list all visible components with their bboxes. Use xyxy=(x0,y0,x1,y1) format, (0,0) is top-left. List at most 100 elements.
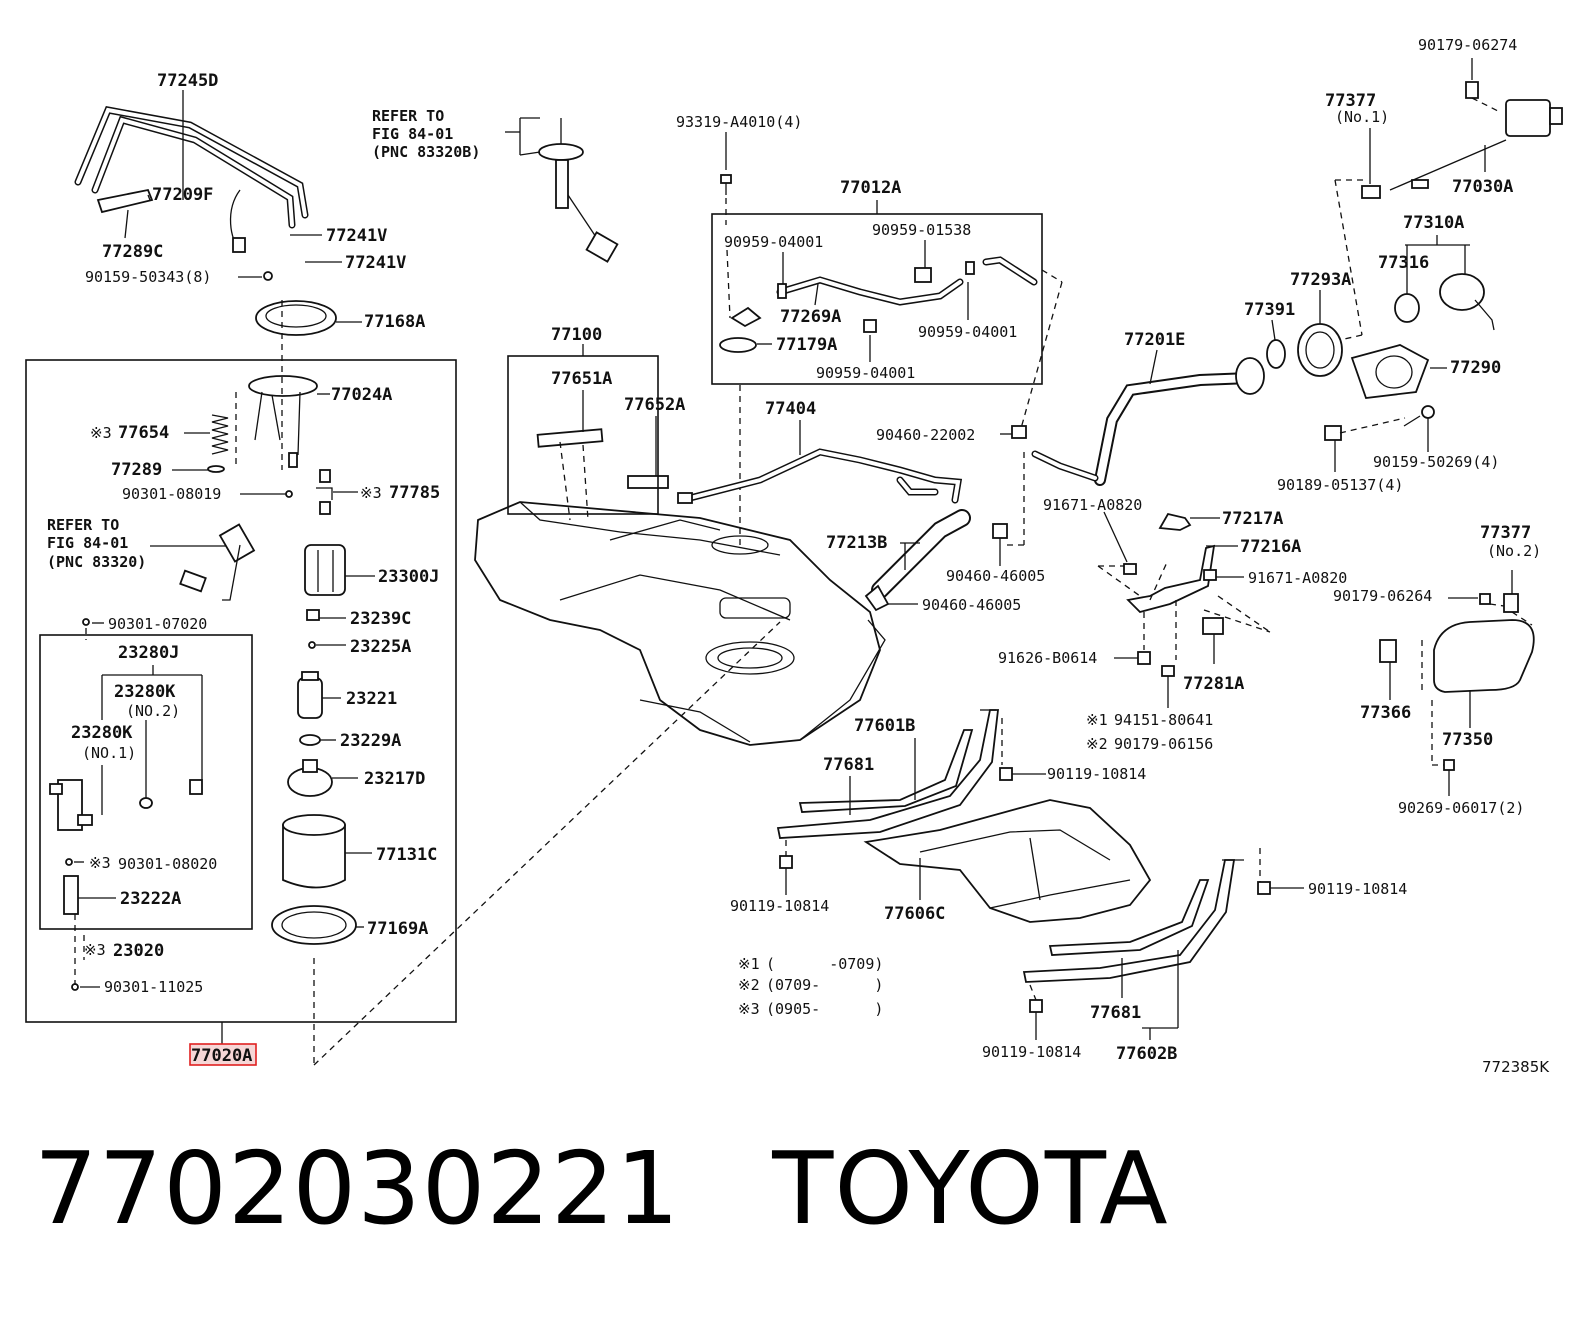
pump-bracket-23300J xyxy=(304,544,346,596)
label-77216A: 77216A xyxy=(1240,537,1301,557)
refer-lower-2: FIG 84-01 xyxy=(47,534,128,552)
bolt-93319 xyxy=(720,132,732,225)
note-2-mark: ※2 xyxy=(738,976,760,994)
gasket-77169A xyxy=(271,905,357,945)
label-77245D: 77245D xyxy=(157,71,218,91)
fuel-lines-77245D xyxy=(74,106,309,253)
fuel-sender-gauge xyxy=(538,118,619,263)
label-77377-1-note: (No.1) xyxy=(1335,108,1389,126)
label-23020: 23020 xyxy=(113,941,164,961)
ring-23229A xyxy=(299,734,321,746)
bracket-77217A xyxy=(1158,512,1220,531)
tube-77404 xyxy=(677,448,963,504)
caption-brand: TOYOTA xyxy=(772,1130,1169,1247)
label-77241V-b: 77241V xyxy=(345,253,406,273)
pump-module-77024A xyxy=(235,375,318,468)
label-90179-06274: 90179-06274 xyxy=(1418,36,1517,54)
refer-upper-3: (PNC 83320B) xyxy=(372,143,480,161)
refer-lower-3: (PNC 83320) xyxy=(47,553,146,571)
label-77350: 77350 xyxy=(1442,730,1493,750)
label-23221: 23221 xyxy=(346,689,397,709)
label-23280K-1-note: (NO.1) xyxy=(82,744,136,762)
label-90119-10814-a: 90119-10814 xyxy=(1047,765,1146,783)
label-77030A: 77030A xyxy=(1452,177,1513,197)
label-77213B: 77213B xyxy=(826,533,887,553)
label-23280J: 23280J xyxy=(118,643,179,663)
label-23280K-2-note: (NO.2) xyxy=(126,702,180,720)
mark-77785: ※3 xyxy=(360,484,382,502)
opener-77030A xyxy=(1361,58,1563,199)
label-23280K-2: 23280K xyxy=(114,682,176,702)
clip-77281A xyxy=(1202,617,1224,635)
label-23300J: 23300J xyxy=(378,567,439,587)
label-77269A: 77269A xyxy=(780,307,841,327)
label-90959-01538: 90959-01538 xyxy=(872,221,971,239)
label-23280K-1: 23280K xyxy=(71,723,133,743)
gasket-77179A xyxy=(719,337,757,353)
harness-77785 xyxy=(316,469,333,515)
note-3-range: (0905- ) xyxy=(766,1000,883,1018)
label-77201E: 77201E xyxy=(1124,330,1185,350)
note-1-range: ( -0709) xyxy=(766,955,883,973)
label-90179-06156: 90179-06156 xyxy=(1114,735,1213,753)
pump-housing-77131C xyxy=(282,814,346,889)
label-90301-07020: 90301-07020 xyxy=(108,615,207,633)
caption: 7702030221 TOYOTA xyxy=(34,1130,1169,1247)
label-90179-06264: 90179-06264 xyxy=(1333,587,1432,605)
sender-gauge-lower xyxy=(179,523,256,601)
label-90301-11025: 90301-11025 xyxy=(104,978,203,996)
caption-part-number: 7702030221 xyxy=(34,1130,681,1247)
label-77654: 77654 xyxy=(118,423,169,443)
label-77100: 77100 xyxy=(551,325,602,345)
cushion-23239C xyxy=(306,609,320,621)
label-77404: 77404 xyxy=(765,399,816,419)
highlighted-part-77020A[interactable]: 77020A xyxy=(189,1043,257,1066)
label-91671-a0820-b: 91671-A0820 xyxy=(1248,569,1347,587)
mark-90179-06156: ※2 xyxy=(1086,735,1108,753)
refer-upper-1: REFER TO xyxy=(372,107,444,125)
label-23217D: 23217D xyxy=(364,769,425,789)
label-77785: 77785 xyxy=(389,483,440,503)
diagram-ref: 772385K xyxy=(1482,1058,1550,1076)
label-77020A[interactable]: 77020A xyxy=(191,1046,252,1066)
label-91626-b0614: 91626-B0614 xyxy=(998,649,1097,667)
label-77293A: 77293A xyxy=(1290,270,1351,290)
label-23225A: 23225A xyxy=(350,637,411,657)
filler-pipe-77201E xyxy=(1031,357,1265,486)
spring-77654 xyxy=(211,414,229,455)
label-77012A: 77012A xyxy=(840,178,901,198)
label-77601B: 77601B xyxy=(854,716,915,736)
label-90159-50269: 90159-50269(4) xyxy=(1373,453,1499,471)
label-94151-80641: 94151-80641 xyxy=(1114,711,1213,729)
label-90460-22002: 90460-22002 xyxy=(876,426,975,444)
hinge-77377-2 xyxy=(1503,593,1519,613)
filter-23222A xyxy=(63,875,79,915)
assembly-box-77020A xyxy=(25,359,457,1023)
label-77366: 77366 xyxy=(1360,703,1411,723)
label-77289: 77289 xyxy=(111,460,162,480)
label-90460-46005-a: 90460-46005 xyxy=(946,567,1045,585)
label-90959-04001-c: 90959-04001 xyxy=(816,364,915,382)
spring-77366 xyxy=(1379,639,1397,663)
note-3-mark: ※3 xyxy=(738,1000,760,1018)
label-77024A: 77024A xyxy=(331,385,392,405)
label-77290: 77290 xyxy=(1450,358,1501,378)
assembly-leader xyxy=(313,621,781,1066)
fuel-lid-77350 xyxy=(1433,619,1535,693)
clamp-77289C xyxy=(96,188,154,214)
protector-77606C xyxy=(863,799,1152,923)
label-23239C: 23239C xyxy=(350,609,411,629)
label-77377-1: 77377 xyxy=(1325,91,1376,111)
label-77169A: 77169A xyxy=(367,919,428,939)
label-77289C: 77289C xyxy=(102,242,163,262)
gasket-77316 xyxy=(1394,293,1420,323)
label-90119-10814-c: 90119-10814 xyxy=(1308,880,1407,898)
filler-neck-77293A xyxy=(1297,323,1343,377)
label-77651A: 77651A xyxy=(551,369,612,389)
fuel-tank-77100 xyxy=(474,501,886,746)
label-93319: 93319-A4010(4) xyxy=(676,113,802,131)
label-90119-10814-b: 90119-10814 xyxy=(730,897,829,915)
label-90119-10814-d: 90119-10814 xyxy=(982,1043,1081,1061)
band-77602B xyxy=(1022,859,1244,983)
